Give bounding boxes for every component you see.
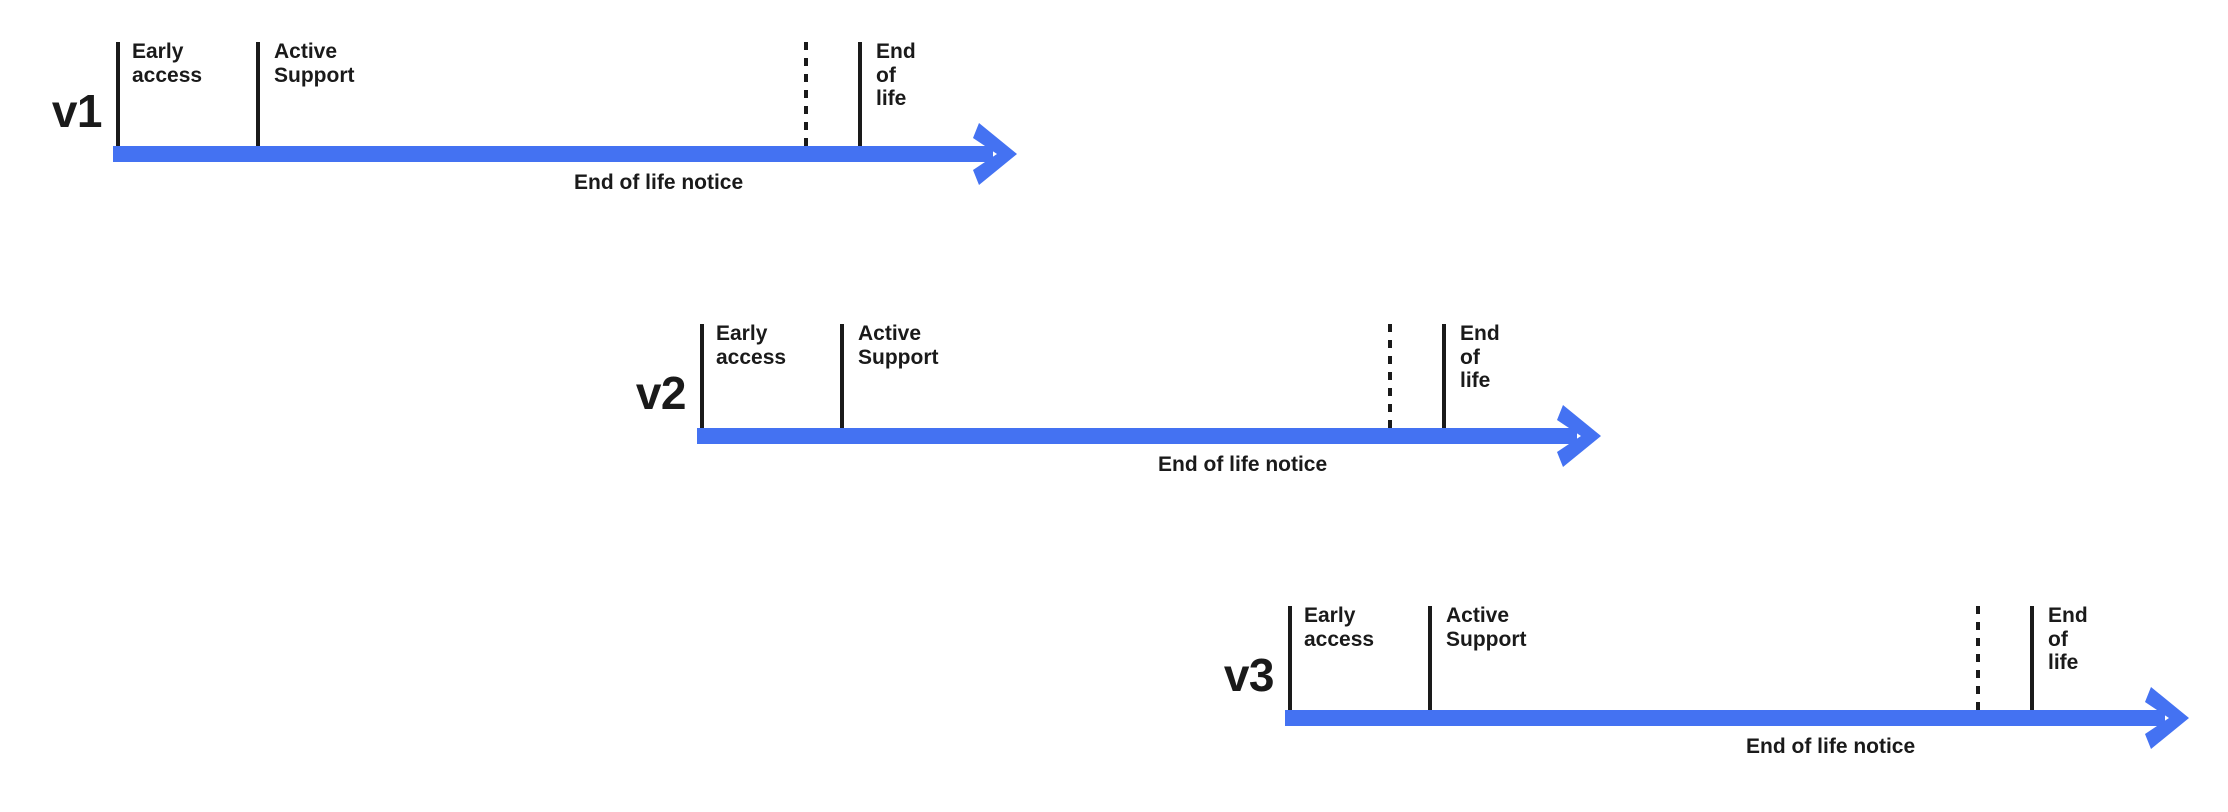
divider-end-of-life-v2 — [1442, 324, 1446, 428]
version-label-v2: v2 — [635, 367, 687, 419]
phase-label-active-support-v3: Active Support — [1446, 604, 1527, 651]
divider-start-v2 — [700, 324, 704, 428]
phase-label-end-of-life-v1: End of life — [876, 40, 916, 111]
notice-label-v1: End of life notice — [574, 171, 744, 194]
eol-notice-marker-v3 — [1976, 606, 1980, 710]
lifecycle-arrow-head-v2 — [1557, 405, 1601, 467]
divider-early-access-end-v3 — [1428, 606, 1432, 710]
arrow-head-icon — [973, 123, 1017, 185]
notice-label-v2: End of life notice — [1158, 453, 1328, 476]
phase-label-active-support-v1: Active Support — [274, 40, 355, 87]
version-label-v3: v3 — [1223, 649, 1275, 701]
lifecycle-arrow-head-v3 — [2145, 687, 2189, 749]
arrow-head-icon — [2145, 687, 2189, 749]
phase-label-early-access-v3: Early access — [1304, 604, 1375, 651]
eol-notice-marker-v1 — [804, 42, 808, 146]
phase-label-early-access-v1: Early access — [132, 40, 203, 87]
lifecycle-arrow-shaft-v1 — [113, 146, 993, 162]
divider-early-access-end-v1 — [256, 42, 260, 146]
lifecycle-arrow-shaft-v2 — [697, 428, 1577, 444]
lifecycle-arrow-head-v1 — [973, 123, 1017, 185]
divider-start-v3 — [1288, 606, 1292, 710]
phase-label-active-support-v2: Active Support — [858, 322, 939, 369]
divider-early-access-end-v2 — [840, 324, 844, 428]
version-label-v1: v1 — [51, 85, 103, 137]
divider-start-v1 — [116, 42, 120, 146]
phase-label-early-access-v2: Early access — [716, 322, 787, 369]
lifecycle-arrow-shaft-v3 — [1285, 710, 2165, 726]
arrow-head-icon — [1557, 405, 1601, 467]
notice-label-v3: End of life notice — [1746, 735, 1916, 758]
phase-label-end-of-life-v3: End of life — [2048, 604, 2088, 675]
divider-end-of-life-v3 — [2030, 606, 2034, 710]
phase-label-end-of-life-v2: End of life — [1460, 322, 1500, 393]
divider-end-of-life-v1 — [858, 42, 862, 146]
eol-notice-marker-v2 — [1388, 324, 1392, 428]
